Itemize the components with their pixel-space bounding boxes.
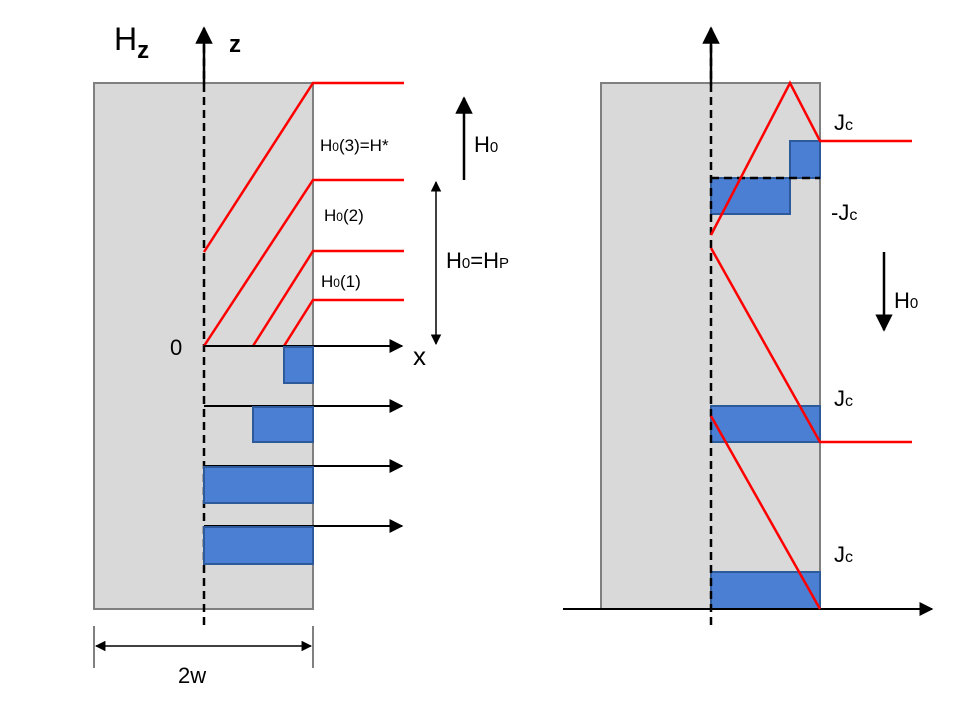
jc-label-bottom: Jc — [834, 542, 853, 567]
field-profile-1b — [282, 298, 404, 347]
right-profile-bottom — [709, 415, 822, 610]
field-profile-2 — [202, 178, 404, 347]
x-axis-label: x — [413, 341, 426, 371]
right-profile-mid — [709, 247, 912, 444]
current-block-4 — [203, 526, 314, 565]
origin-label: 0 — [170, 335, 182, 360]
jc-label-mid: Jc — [834, 386, 853, 411]
right-block-top-neg — [710, 177, 791, 215]
right-field-profiles — [709, 80, 912, 610]
left-current-blocks — [203, 346, 314, 565]
field-label-3: H0(3)=H* — [320, 136, 389, 155]
field-profile-1a — [251, 249, 404, 347]
hz-label: Hz — [114, 21, 149, 64]
h0-up-label: H0 — [474, 132, 498, 157]
left-field-profiles — [202, 81, 404, 347]
jc-label-neg: -Jc — [831, 200, 857, 225]
jc-label-top: Jc — [834, 110, 853, 135]
right-profile-top — [709, 80, 912, 236]
z-axis-label: z — [229, 31, 241, 58]
width-label: 2w — [178, 663, 206, 688]
field-label-1: H0(1) — [321, 272, 361, 291]
right-block-top-pos — [789, 140, 821, 179]
current-block-2 — [252, 406, 314, 443]
current-block-1 — [283, 346, 314, 384]
h0-down-label: H0 — [894, 288, 918, 313]
field-profile-3 — [202, 81, 404, 253]
hp-label: H0=HP — [446, 248, 509, 273]
field-label-2: H0(2) — [324, 206, 364, 225]
current-block-3 — [203, 466, 314, 504]
